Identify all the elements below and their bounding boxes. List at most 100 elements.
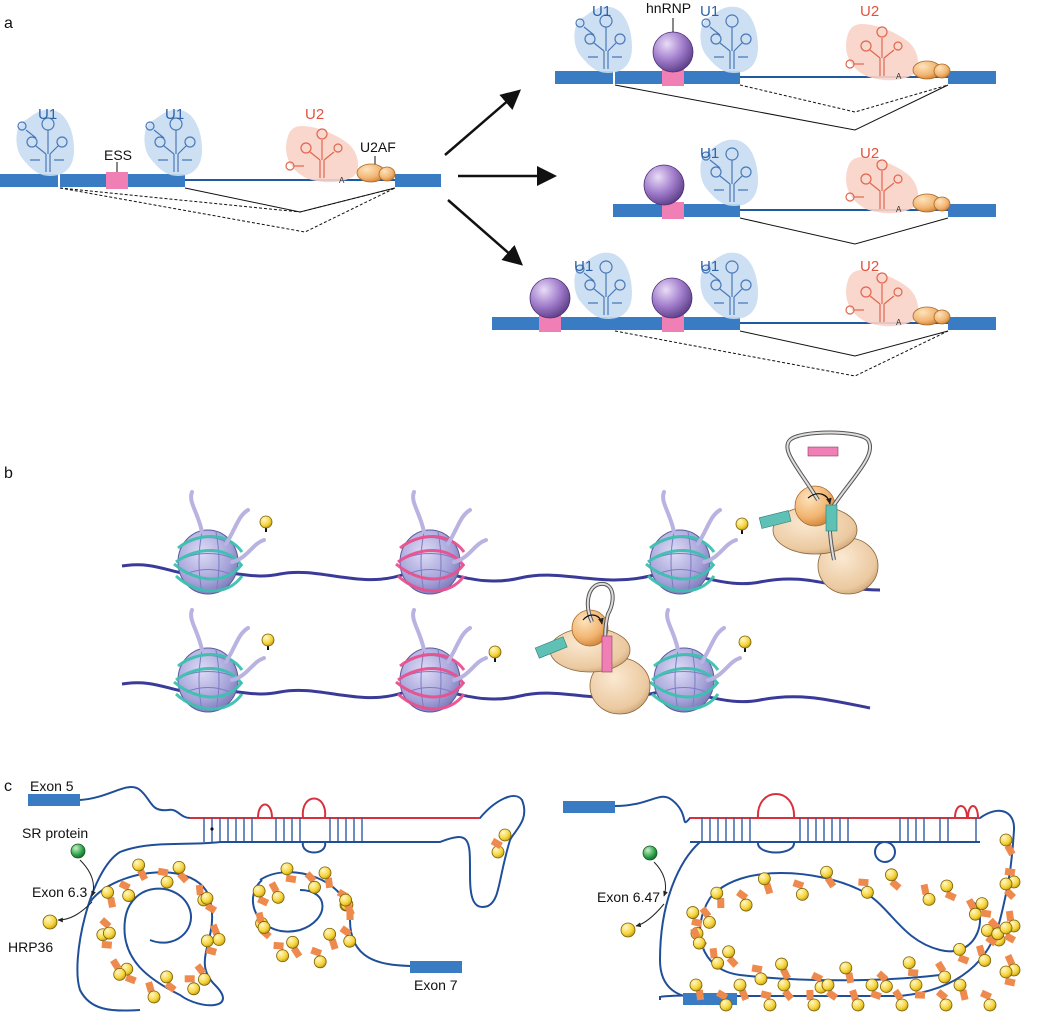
panel-b-top-chromatin (121, 430, 881, 596)
u1-label-mid: U1 (700, 145, 719, 162)
svg-text:A: A (896, 205, 902, 214)
hnrnp-protein (652, 31, 694, 73)
hrp36-bead (692, 936, 706, 950)
u2af-small-subunit (378, 166, 396, 182)
panel-b-bottom-chromatin (121, 581, 871, 715)
orange-marker (980, 909, 992, 918)
exon-1-segment (0, 174, 58, 187)
exon-3-segment (395, 174, 441, 187)
hrp36-bead (807, 998, 821, 1012)
hrp36-bead (160, 970, 174, 984)
orange-marker (124, 974, 137, 985)
hrp36-bead (969, 907, 982, 921)
hrp36-bead (313, 955, 327, 969)
panel-label-c: c (4, 778, 12, 795)
exon-7-box (410, 961, 462, 973)
hrp36-bead (132, 858, 146, 872)
hrp36-bead (308, 880, 321, 894)
orange-marker (1004, 867, 1016, 877)
orange-marker (99, 917, 112, 930)
exon-5-box (28, 794, 80, 806)
orange-marker (268, 881, 280, 894)
branch-point-a: A (339, 176, 345, 185)
hrp36-bead (922, 893, 936, 906)
panel-a-top-transcript: A (555, 6, 996, 131)
orange-marker (290, 946, 303, 959)
orange-marker (184, 975, 195, 983)
hrp36-bead (703, 916, 716, 929)
hrp36-label: HRP36 (8, 939, 53, 955)
orange-marker (690, 927, 701, 940)
orange-marker (892, 988, 904, 1002)
orange-marker (204, 902, 218, 914)
orange-marker (914, 991, 926, 999)
orange-marker (763, 882, 774, 895)
hrp36-bead (975, 897, 989, 911)
orange-marker (285, 874, 297, 884)
orange-marker (920, 883, 930, 896)
orange-marker (145, 981, 155, 993)
hrp36-bead (343, 934, 357, 948)
sr-protein (70, 843, 86, 859)
hrp36-bead (318, 866, 332, 880)
hrp36-bead (252, 884, 266, 898)
hrp36-bead (276, 949, 289, 963)
orange-marker (209, 923, 221, 936)
hrp36-protein (42, 914, 58, 930)
sr-protein-label: SR protein (22, 825, 88, 841)
orange-marker (735, 889, 749, 901)
orange-marker (328, 938, 339, 951)
hrp36-bead (200, 891, 214, 905)
orange-marker (137, 868, 149, 882)
svg-text:A: A (896, 318, 902, 327)
orange-marker (810, 971, 824, 983)
panel-c-right-structure (563, 793, 1021, 1012)
hrp36-bead (851, 998, 865, 1012)
hrp36-bead (172, 860, 186, 874)
hrp36-bead (280, 862, 294, 876)
orange-marker (780, 968, 791, 981)
splice-path-inclusion (184, 187, 396, 213)
orange-marker (944, 890, 957, 902)
u2-label-bot: U2 (860, 258, 879, 275)
hrp36-bead (754, 972, 768, 986)
orange-marker (858, 878, 869, 887)
orange-marker (975, 944, 986, 957)
orange-marker (255, 911, 265, 924)
hrp36-bead (686, 906, 700, 919)
hrp36-bead (777, 978, 791, 992)
orange-marker (709, 947, 718, 959)
orange-marker (691, 917, 703, 928)
orange-marker (738, 989, 750, 1001)
hrp36-bead (286, 935, 300, 949)
panel-a-bottom-transcript: A (492, 252, 996, 377)
u1-label-bot-1: U1 (574, 258, 593, 275)
hrp36-bead (689, 978, 703, 992)
orange-marker (726, 955, 739, 968)
orange-marker (715, 989, 729, 1001)
hrp36-bead (938, 970, 952, 984)
panel-label-a: a (4, 15, 13, 32)
u1-label-2: U1 (165, 106, 184, 123)
orange-marker (806, 989, 814, 1001)
u1-label-1: U1 (38, 106, 57, 123)
hrp36-bead (339, 893, 353, 907)
orange-marker (1004, 977, 1016, 987)
hrp36-bead (200, 934, 214, 948)
hrp36-bead (953, 943, 966, 956)
ess-box (106, 172, 128, 189)
hrp36-bead (885, 868, 898, 882)
hrp36-bead (122, 889, 136, 902)
orange-marker (870, 990, 882, 1000)
hrp36-bead (795, 887, 809, 901)
orange-marker (324, 877, 334, 889)
orange-marker (695, 989, 705, 1001)
orange-marker (164, 981, 177, 993)
orange-marker (205, 946, 218, 956)
orange-marker (985, 934, 998, 947)
hrp36-bead (160, 875, 174, 889)
orange-marker (304, 871, 317, 884)
svg-text:A: A (896, 72, 902, 81)
hrp36-bead (939, 998, 953, 1012)
